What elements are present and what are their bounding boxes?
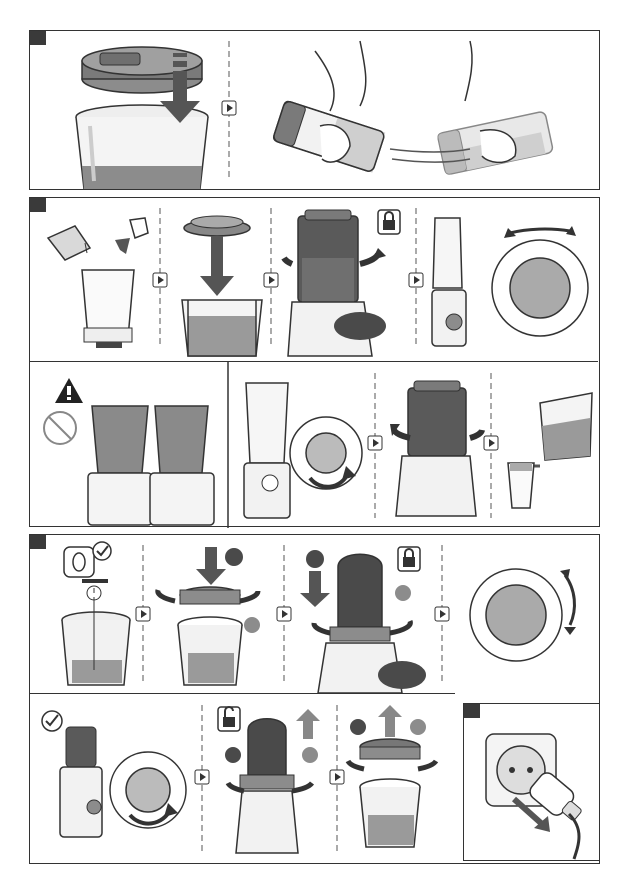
step-arrow-icon (264, 273, 278, 287)
pour-liquid-step (48, 218, 148, 348)
shaking-cup-hand-2 (390, 41, 553, 175)
unlock-icon (218, 707, 240, 731)
step-arrow-icon (277, 607, 291, 621)
pour-drink-step (508, 393, 592, 508)
lock-icon (378, 210, 400, 234)
plug-icon (464, 704, 601, 862)
dial-off-step (244, 383, 362, 518)
grinder-blade-step (158, 547, 260, 685)
step-arrow-icon (136, 607, 150, 621)
panel-unplug (463, 703, 600, 861)
step-arrow-icon (330, 770, 344, 784)
panel-travel-cup (29, 30, 600, 190)
step-arrow-icon (484, 436, 498, 450)
step-arrow-icon (195, 770, 209, 784)
unlock-jar-step (390, 381, 482, 516)
travel-cup-illustration (30, 31, 601, 191)
grinder-done-step (42, 711, 186, 837)
bean-icon (73, 553, 85, 571)
timer-icon (82, 579, 108, 600)
grinder-dial-step (470, 569, 576, 661)
turn-dial-step (432, 218, 588, 346)
prohibited-icon (44, 412, 76, 444)
shaking-cup-hand (272, 41, 385, 173)
grinder-fill-step (62, 542, 130, 685)
grinder-unlock-step (218, 707, 320, 853)
panel-blender-jar (29, 197, 600, 527)
fill-jar-step (182, 216, 262, 356)
step-arrow-icon (368, 436, 382, 450)
checkmark-icon (93, 542, 111, 560)
warning-icon (55, 378, 83, 403)
overfilled-jars (88, 406, 214, 525)
step-arrow-icon (435, 607, 449, 621)
step-arrow-icon (409, 273, 423, 287)
blender-jar-illustration (30, 198, 601, 528)
grinder-lock-step (300, 547, 426, 693)
checkmark-icon (42, 711, 62, 731)
rotate-arrow-icon (504, 226, 576, 238)
rotate-arrow-icon (560, 569, 576, 635)
step-arrow-icon (153, 273, 167, 287)
grinder-remove-blade-step (348, 705, 436, 847)
lock-jar-step (284, 210, 400, 356)
lock-icon (398, 547, 420, 571)
travel-cup (76, 105, 208, 189)
step-arrow-icon (222, 101, 236, 115)
